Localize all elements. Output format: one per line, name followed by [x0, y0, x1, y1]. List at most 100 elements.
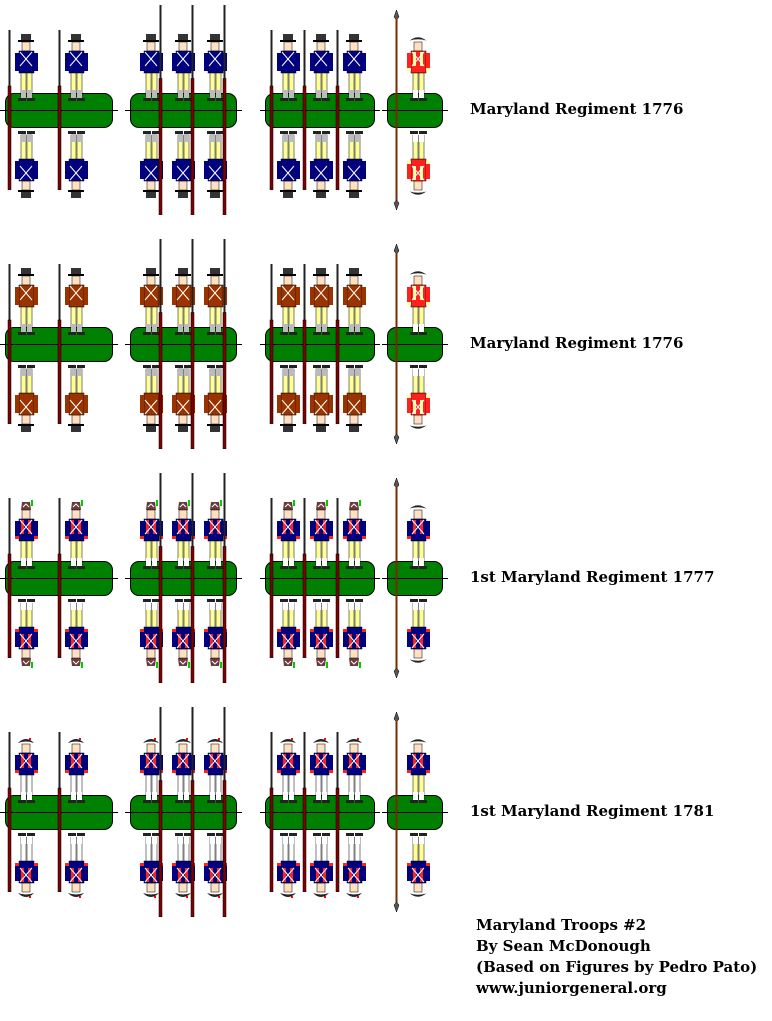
skirmish-pair	[0, 702, 118, 936]
spontoon-icon	[393, 477, 400, 682]
musket-icon	[57, 30, 62, 194]
order-arms-trio	[260, 234, 380, 468]
fold-line	[125, 812, 242, 813]
soldier-figure-back	[308, 346, 336, 434]
soldier-figure	[275, 500, 303, 588]
regiment-row: Maryland Regiment 1776	[0, 234, 772, 468]
musket-icon	[190, 239, 195, 453]
regiment-label: 1st Maryland Regiment 1781	[470, 802, 715, 820]
officer-figure	[405, 32, 433, 120]
officer-with-spontoon	[382, 702, 448, 936]
skirmish-pair	[0, 0, 118, 234]
soldier-figure	[170, 32, 198, 120]
musket-icon	[269, 264, 274, 428]
fold-line	[125, 578, 242, 579]
soldier-figure-back	[308, 112, 336, 200]
skirmish-pair	[0, 468, 118, 702]
soldier-figure-back	[13, 580, 41, 668]
officer-figure	[405, 266, 433, 354]
skirmish-pair	[0, 234, 118, 468]
musket-icon	[222, 239, 227, 453]
soldier-figure	[63, 500, 91, 588]
soldier-figure	[341, 734, 369, 822]
musket-icon	[7, 264, 12, 428]
musket-icon	[190, 5, 195, 219]
musket-icon	[57, 264, 62, 428]
musket-icon	[335, 732, 340, 896]
soldier-figure-back	[308, 814, 336, 902]
shouldered-arms-trio	[125, 234, 242, 468]
soldier-figure	[275, 734, 303, 822]
soldier-figure	[138, 500, 166, 588]
soldier-figure	[13, 32, 41, 120]
musket-icon	[302, 498, 307, 662]
source-credit: (Based on Figures by Pedro Pato)	[476, 958, 758, 976]
shouldered-arms-trio	[125, 0, 242, 234]
officer-figure-back	[405, 580, 433, 668]
soldier-figure-back	[63, 346, 91, 434]
order-arms-trio	[260, 702, 380, 936]
soldier-figure-back	[13, 814, 41, 902]
soldier-figure	[138, 734, 166, 822]
author-credit: By Sean McDonough	[476, 937, 651, 955]
officer-with-spontoon	[382, 0, 448, 234]
musket-icon	[57, 498, 62, 662]
spontoon-icon	[393, 711, 400, 916]
soldier-figure-back	[275, 346, 303, 434]
soldier-figure	[308, 266, 336, 354]
regiment-label: 1st Maryland Regiment 1777	[470, 568, 715, 586]
regiment-label: Maryland Regiment 1776	[470, 334, 684, 352]
musket-icon	[190, 473, 195, 687]
soldier-figure	[13, 500, 41, 588]
soldier-figure-back	[275, 112, 303, 200]
soldier-figure	[341, 266, 369, 354]
order-arms-trio	[260, 468, 380, 702]
shouldered-arms-trio	[125, 468, 242, 702]
soldier-figure-back	[63, 112, 91, 200]
regiment-row: 1st Maryland Regiment 1777	[0, 468, 772, 702]
soldier-figure	[308, 734, 336, 822]
soldier-figure	[138, 32, 166, 120]
musket-icon	[158, 5, 163, 219]
soldier-figure	[308, 500, 336, 588]
soldier-figure-back	[341, 346, 369, 434]
soldier-figure-back	[202, 112, 230, 200]
soldier-figure-back	[308, 580, 336, 668]
officer-figure-back	[405, 346, 433, 434]
officer-figure	[405, 500, 433, 588]
fold-line	[260, 110, 380, 111]
soldier-figure-back	[170, 112, 198, 200]
musket-icon	[302, 30, 307, 194]
musket-icon	[158, 473, 163, 687]
musket-icon	[158, 239, 163, 453]
musket-icon	[335, 264, 340, 428]
musket-icon	[7, 498, 12, 662]
soldier-figure-back	[341, 112, 369, 200]
fold-line	[382, 344, 448, 345]
soldier-figure-back	[63, 580, 91, 668]
website-link[interactable]: www.juniorgeneral.org	[476, 979, 667, 997]
musket-icon	[222, 473, 227, 687]
regiment-row: 1st Maryland Regiment 1781	[0, 702, 772, 936]
musket-icon	[222, 707, 227, 921]
soldier-figure	[341, 32, 369, 120]
fold-line	[125, 344, 242, 345]
soldier-figure	[275, 32, 303, 120]
soldier-figure-back	[275, 814, 303, 902]
officer-figure	[405, 734, 433, 822]
soldier-figure	[308, 32, 336, 120]
musket-icon	[190, 707, 195, 921]
soldier-figure-back	[341, 580, 369, 668]
soldier-figure-back	[13, 346, 41, 434]
soldier-figure-back	[202, 580, 230, 668]
officer-with-spontoon	[382, 234, 448, 468]
soldier-figure-back	[170, 580, 198, 668]
fold-line	[260, 578, 380, 579]
officer-with-spontoon	[382, 468, 448, 702]
soldier-figure-back	[202, 814, 230, 902]
musket-icon	[269, 498, 274, 662]
fold-line	[382, 110, 448, 111]
soldier-figure-back	[63, 814, 91, 902]
musket-icon	[7, 732, 12, 896]
musket-icon	[302, 732, 307, 896]
